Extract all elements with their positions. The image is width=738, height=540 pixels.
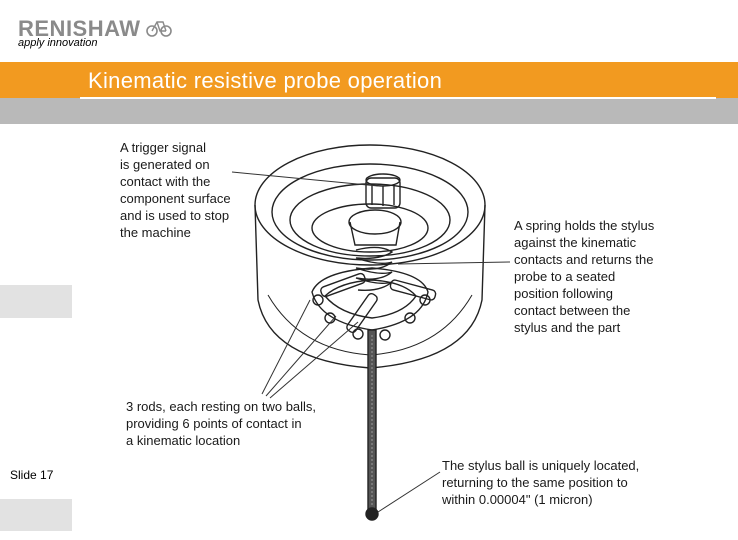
callout-stylus-ball: The stylus ball is uniquely located, ret… bbox=[442, 458, 640, 507]
callout-trigger-signal: A trigger signal is generated on contact… bbox=[120, 140, 231, 240]
title-underline bbox=[80, 97, 716, 99]
callout-spring: A spring holds the stylus against the ki… bbox=[514, 218, 655, 335]
tagline: apply innovation bbox=[18, 37, 98, 49]
bicycle-icon bbox=[146, 21, 172, 37]
title-band bbox=[0, 62, 738, 98]
brand-wordmark: RENISHAW bbox=[18, 16, 141, 41]
side-block-bottom bbox=[0, 499, 72, 531]
slide-number: Slide 17 bbox=[10, 468, 54, 482]
renishaw-logo: RENISHAW bbox=[18, 12, 178, 52]
page-title: Kinematic resistive probe operation bbox=[88, 68, 443, 93]
grey-band bbox=[0, 98, 738, 124]
side-block-top bbox=[0, 285, 72, 318]
probe-diagram bbox=[231, 144, 511, 521]
callout-rods: 3 rods, each resting on two balls, provi… bbox=[126, 399, 317, 448]
